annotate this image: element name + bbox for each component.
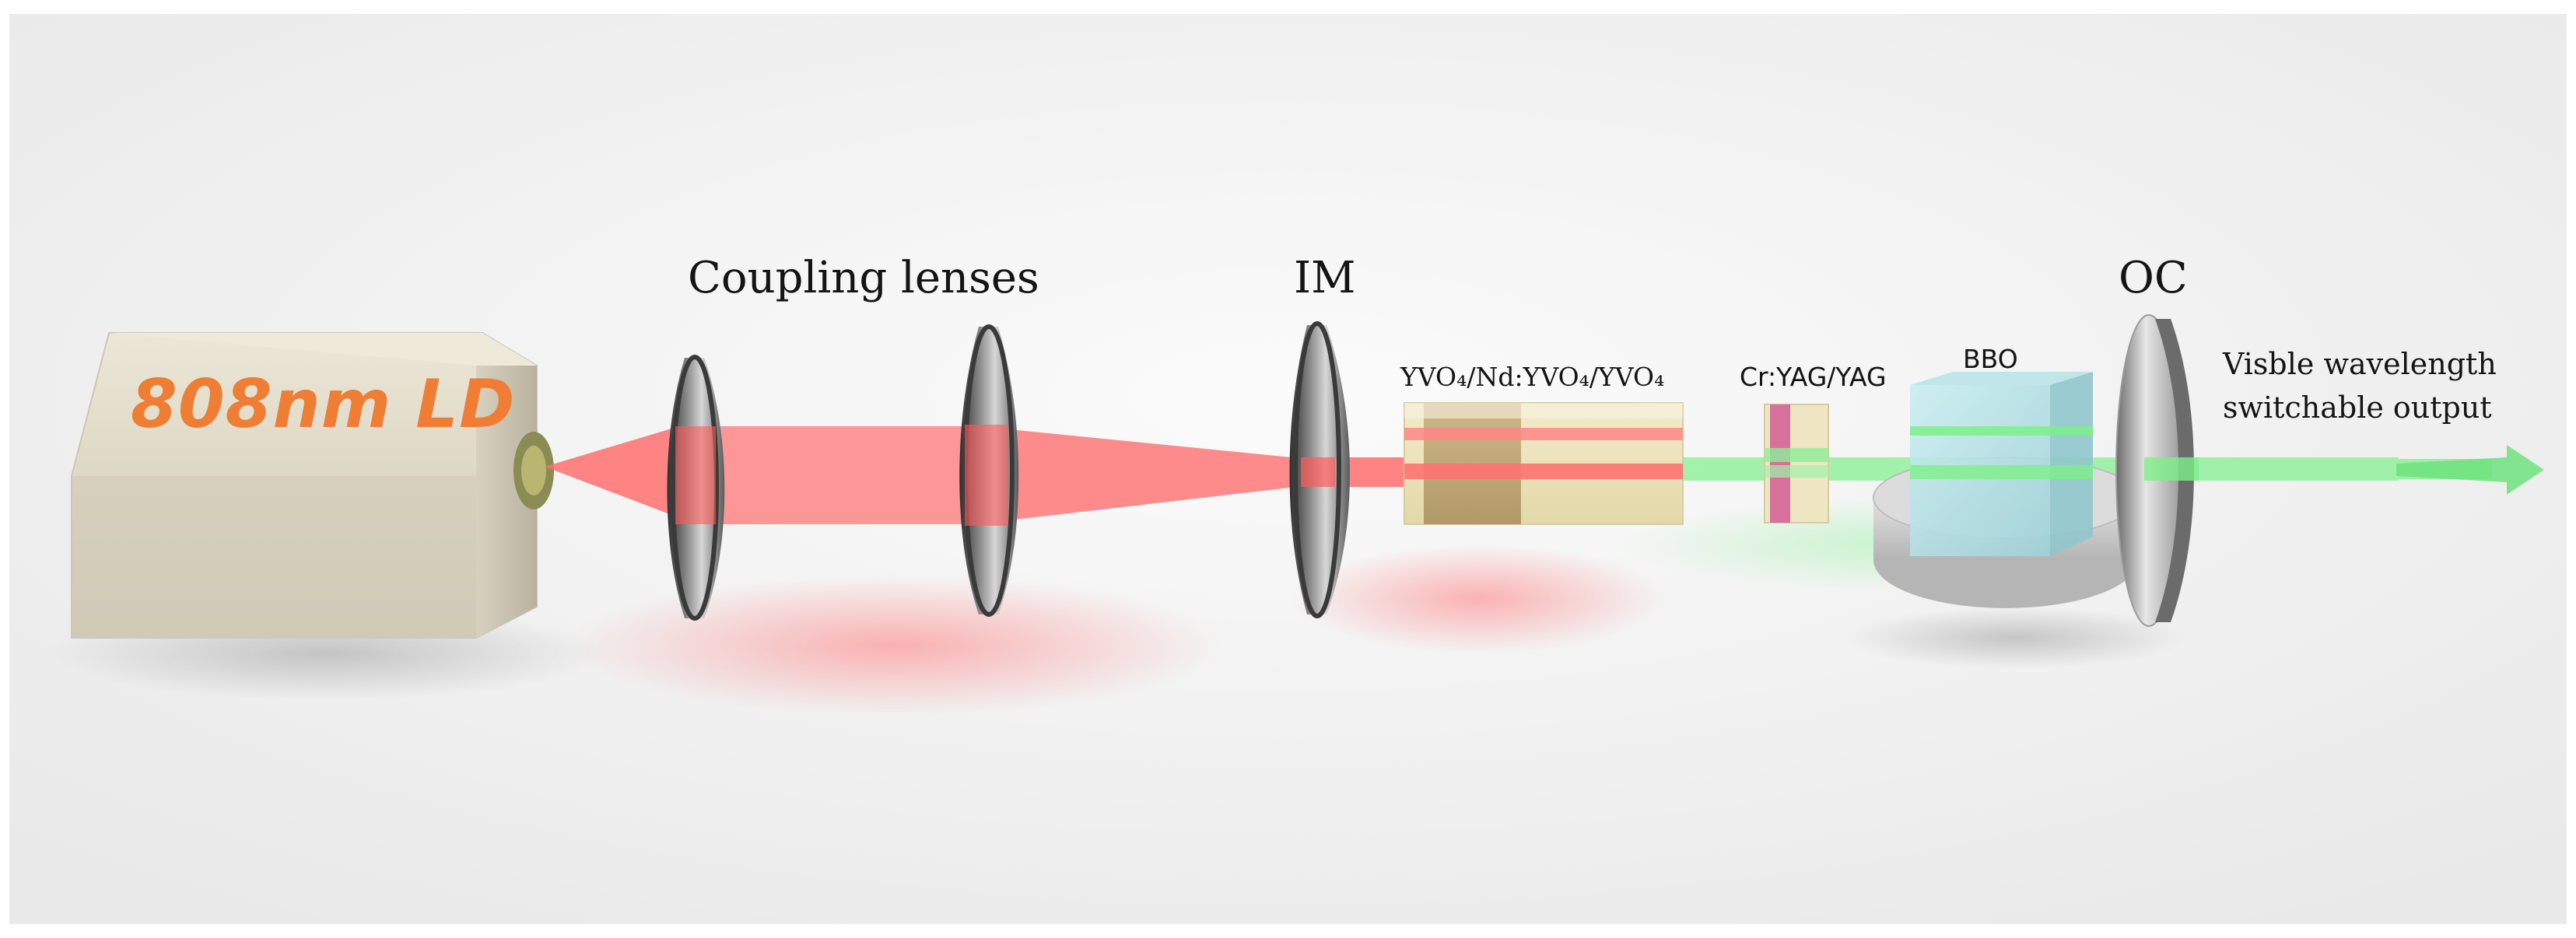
output-label-line-2: switchable output	[2223, 390, 2492, 425]
output-label: Visble wavelength switchable output	[2223, 342, 2497, 429]
pump-floor-glow	[568, 576, 1221, 716]
mount-shadow	[1844, 607, 2186, 669]
saturable-absorber	[1764, 404, 1829, 523]
input-mirror	[1289, 321, 1350, 618]
coupling-lenses-label: Coupling lenses	[688, 253, 1039, 303]
coupling-lens-1	[667, 355, 725, 621]
output-label-line-1: Visble wavelength	[2223, 347, 2497, 381]
output-arrow	[2396, 445, 2544, 495]
gain-crystal-label: YVO₄/Nd:YVO₄/YVO₄	[1400, 362, 1665, 392]
input-mirror-label: IM	[1294, 253, 1356, 303]
gain-crystal	[1404, 402, 1684, 525]
crystal-floor-glow	[1292, 544, 1665, 653]
output-coupler	[2115, 314, 2199, 627]
bbo-label: BBO	[1963, 344, 2018, 374]
laser-diode-label: 808nm LD	[131, 366, 516, 443]
saturable-absorber-label: Cr:YAG/YAG	[1740, 362, 1887, 392]
bbo-crystal-assembly	[1873, 372, 2139, 608]
output-coupler-label: OC	[2119, 253, 2188, 303]
pump-beam	[545, 420, 1408, 526]
coupling-lens-2	[959, 324, 1019, 617]
laser-diode-box	[71, 332, 554, 639]
